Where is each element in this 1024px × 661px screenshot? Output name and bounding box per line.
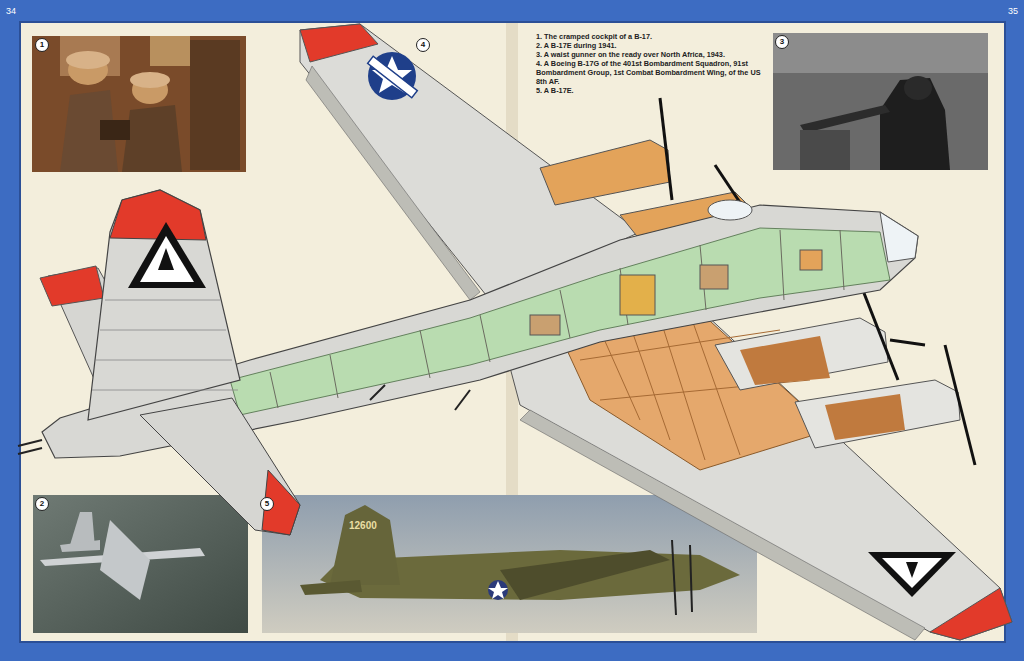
callout-circle: 2: [35, 497, 49, 511]
callout-circle: 5: [260, 497, 274, 511]
callout-number: 3: [780, 38, 784, 46]
page-number: 35: [1008, 6, 1018, 16]
caption-list: 1. The cramped cockpit of a B-17.2. A B-…: [536, 32, 772, 95]
callout-circle: 4: [416, 38, 430, 52]
serial-number: 12600: [349, 520, 377, 531]
caption-line: 2. A B-17E during 1941.: [536, 41, 772, 50]
caption-line: 4. A Boeing B-17G of the 401st Bombardme…: [536, 59, 772, 86]
caption-line: 5. A B-17E.: [536, 86, 772, 95]
callout-number: 5: [265, 500, 269, 508]
callout-circle: 1: [35, 38, 49, 52]
page-number: 34: [6, 6, 16, 16]
callout-number: 4: [421, 41, 425, 49]
callout-number: 2: [40, 500, 44, 508]
callout-circle: 3: [775, 35, 789, 49]
caption-line: 3. A waist gunner on the ready over Nort…: [536, 50, 772, 59]
callout-number: 1: [40, 41, 44, 49]
caption-line: 1. The cramped cockpit of a B-17.: [536, 32, 772, 41]
